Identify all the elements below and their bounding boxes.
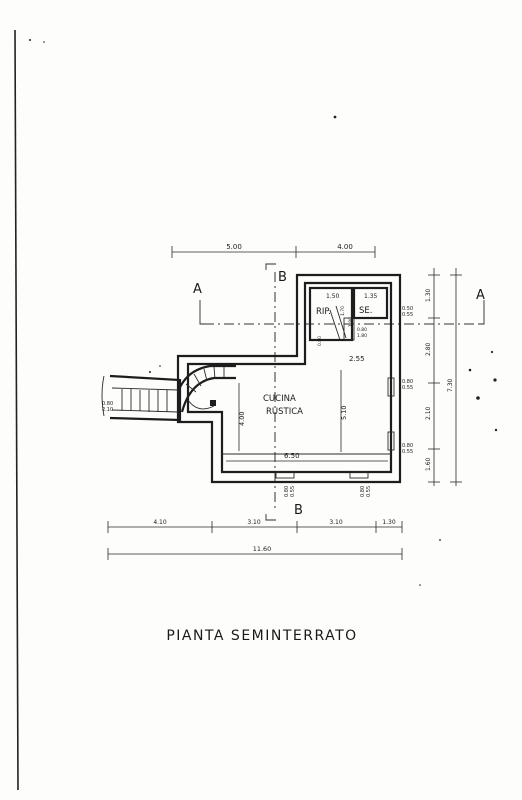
dim-right-1-30: 1.30 <box>425 288 432 302</box>
dim-bottom-3-10-a: 3.10 <box>247 519 261 526</box>
bottom-dimension-chain: 4.10 3.10 3.10 1.30 11.60 <box>107 519 403 560</box>
dim-right-2-80: 2.80 <box>425 342 432 356</box>
dim-window-bottom-left-b: 0.55 <box>290 486 296 497</box>
top-dimension-chain: 5.00 4.00 <box>171 243 376 258</box>
dim-bottom-total: 11.60 <box>253 545 272 553</box>
dim-bottom-1-30: 1.30 <box>382 519 396 526</box>
room-label-rip: RIP. <box>316 307 331 317</box>
dim-room-width: 6.50 <box>284 452 300 460</box>
section-mark-a-left: A <box>193 282 202 297</box>
dim-top-4-00: 4.00 <box>337 243 353 251</box>
section-line-a: A A <box>193 282 485 325</box>
dim-rip-small-a: 1.70 <box>340 306 346 316</box>
dim-bottom-3-10-b: 3.10 <box>329 519 343 526</box>
dim-rip-small-c: 0.80 <box>357 327 367 333</box>
right-dimension-chain: 1.30 2.80 2.10 1.60 7.30 <box>425 268 462 486</box>
dim-stair-window-b: 2.10 <box>102 407 113 413</box>
dim-rip-width: 1.50 <box>326 293 340 300</box>
dim-stair-window-a: 0.80 <box>102 401 113 407</box>
outer-walls <box>176 273 402 484</box>
dim-right-2-10: 2.10 <box>425 406 432 420</box>
dim-top-5-00: 5.00 <box>226 243 242 251</box>
dim-room-depth: 5.10 <box>340 406 348 420</box>
dim-right-1-60: 1.60 <box>425 457 432 471</box>
dim-corridor-width: 2.55 <box>349 355 365 363</box>
windows: 0.50 0.55 0.80 0.55 0.80 0.55 0.80 0.55 … <box>275 306 413 497</box>
dim-room-height: 4.00 <box>238 412 246 426</box>
room-label-se: SE. <box>359 306 372 316</box>
section-mark-a-right: A <box>476 288 485 303</box>
dim-window-right-top-a: 0.50 <box>402 306 413 312</box>
dim-window-bottom-right-a: 0.80 <box>360 486 366 497</box>
dim-bottom-4-10: 4.10 <box>153 519 167 526</box>
scan-specks <box>29 39 498 586</box>
dim-window-bottom-left-a: 0.80 <box>284 486 290 497</box>
dim-window-right-low-b: 0.55 <box>402 449 413 455</box>
binding-margin-line <box>14 29 19 791</box>
drawing-title: PIANTA SEMINTERRATO <box>166 628 357 644</box>
section-mark-b-top: B <box>278 270 287 285</box>
dim-rip-small-d: 1.80 <box>357 333 367 339</box>
dim-window-bottom-right-b: 0.55 <box>366 486 372 497</box>
room-label-cucina: CUCINA <box>263 394 296 404</box>
dim-wc-width: 1.35 <box>364 293 378 300</box>
staircase: 0.80 2.10 <box>101 364 236 422</box>
dim-window-right-top-b: 0.55 <box>402 312 413 318</box>
dim-rip-small-b: 1.80 <box>348 317 354 327</box>
dim-window-right-mid-b: 0.55 <box>402 385 413 391</box>
section-mark-b-bottom: B <box>294 503 303 518</box>
main-room: CUCINA RUSTICA 4.00 5.10 6.50 <box>226 370 388 462</box>
service-rooms: RIP. SE. 1.50 1.35 1.70 1.80 0.80 1.80 0… <box>308 286 389 363</box>
dim-rip-small-e: 0.80 <box>317 336 323 346</box>
dim-window-right-low-a: 0.80 <box>402 443 413 449</box>
section-line-b: B B <box>265 263 303 521</box>
dim-right-total: 7.30 <box>447 378 454 392</box>
room-label-rustica: RUSTICA <box>266 407 303 417</box>
dim-window-right-mid-a: 0.80 <box>402 379 413 385</box>
